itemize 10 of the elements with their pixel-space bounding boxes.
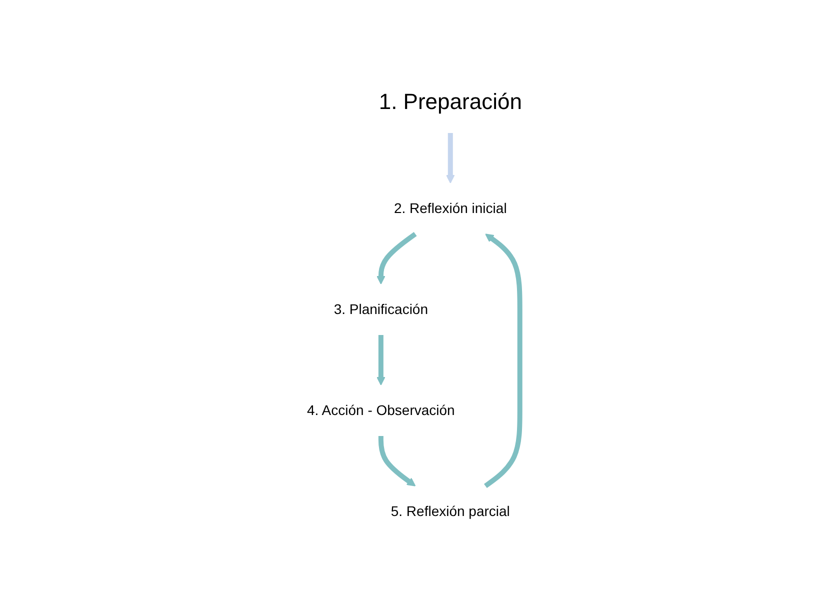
node-text: 4. Acción - Observación — [307, 402, 455, 418]
node-text: 1. Preparación — [378, 89, 522, 114]
arrow — [378, 436, 416, 486]
arrow — [376, 232, 417, 284]
arrow — [484, 234, 522, 488]
arrow — [446, 133, 455, 184]
arrow — [376, 335, 386, 386]
node-text: 2. Reflexión inicial — [394, 200, 507, 216]
node-text: 5. Reflexión parcial — [390, 502, 510, 519]
node-text: 3. Planificación — [334, 300, 428, 317]
